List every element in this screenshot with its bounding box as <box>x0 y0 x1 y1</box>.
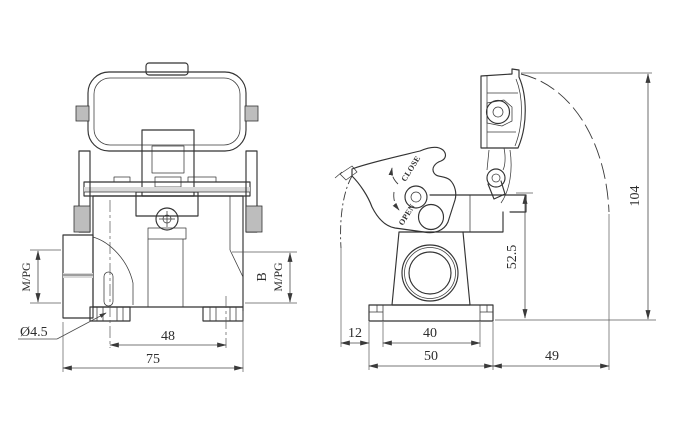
bail-top-tab <box>145 62 189 76</box>
side-housing <box>368 194 527 322</box>
bail-pin-right <box>244 105 259 122</box>
close-direction-arrow <box>388 167 399 185</box>
side-view: CLOSE OPEN <box>334 68 656 370</box>
front-view-dimensions: M/PG B M/PG Ø4.5 48 75 <box>18 249 297 372</box>
lever-swing-arc <box>340 175 353 249</box>
front-view: M/PG B M/PG Ø4.5 48 75 <box>18 62 297 372</box>
locking-lever: CLOSE OPEN <box>334 146 457 249</box>
mounting-foot-right <box>202 306 244 322</box>
top-rail <box>83 176 251 197</box>
dim-label-48: 48 <box>161 329 175 344</box>
dim-label-50: 50 <box>424 349 438 364</box>
leader-hole-dia <box>56 312 107 340</box>
side-brackets <box>73 150 263 233</box>
bail-inner <box>93 77 241 146</box>
lever-outline <box>351 146 457 234</box>
label-open: OPEN <box>397 202 417 227</box>
dim-label-75: 75 <box>146 352 160 367</box>
screw <box>155 207 179 231</box>
cable-clamp-slot <box>103 271 114 307</box>
cable-entry-left <box>62 234 114 319</box>
lever-tip-clasp <box>339 165 358 181</box>
bail-outer <box>87 71 247 152</box>
cable-entry-opening <box>401 244 459 302</box>
dim-label-12: 12 <box>348 326 362 341</box>
side-view-dimensions: 104 52.5 12 40 50 49 <box>340 72 656 370</box>
cover-boss-plate <box>486 99 513 127</box>
cover-swing-arc <box>520 73 610 213</box>
bail-handle <box>75 62 259 152</box>
dim-label-104: 104 <box>628 186 643 207</box>
lever-boss <box>417 203 445 231</box>
dim-label-b: B <box>255 272 270 281</box>
hinge-strap <box>135 129 199 240</box>
housing-body <box>92 195 244 308</box>
cover-open <box>480 68 610 213</box>
side-base <box>368 304 494 322</box>
dim-label-52-5: 52.5 <box>505 245 520 270</box>
mounting-feet <box>89 200 244 348</box>
label-close: CLOSE <box>399 154 422 183</box>
bail-pin-left <box>75 105 90 122</box>
dim-label-mpg-right: M/PG <box>271 262 285 292</box>
dim-label-hole-dia: Ø4.5 <box>20 325 48 340</box>
dim-label-40: 40 <box>423 326 437 341</box>
lever-pivot <box>404 185 428 209</box>
cover-boss <box>485 99 511 125</box>
dim-label-mpg-left: M/PG <box>19 262 33 292</box>
open-direction-arrow <box>392 191 400 211</box>
dim-label-49: 49 <box>545 349 559 364</box>
cover-hinge <box>486 147 512 204</box>
